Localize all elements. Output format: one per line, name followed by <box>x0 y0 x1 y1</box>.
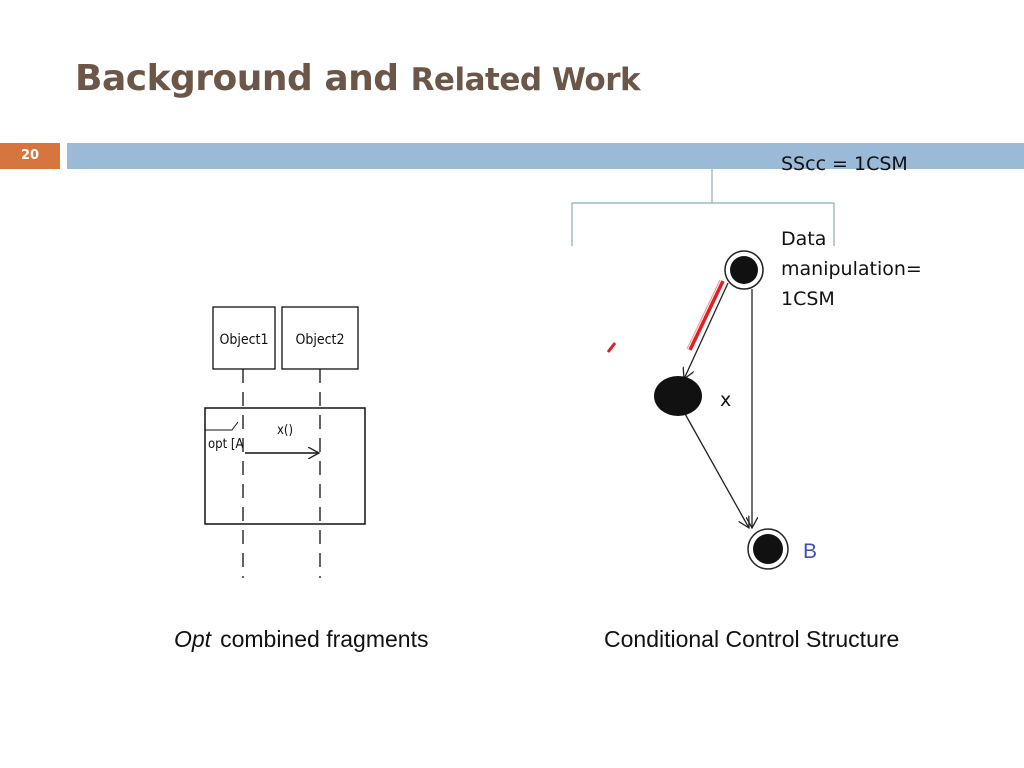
red-mark <box>606 342 617 353</box>
edge-x-to-b <box>683 411 749 528</box>
caption-opt-italic: Opt <box>174 626 212 652</box>
highlight-arrow-glow <box>686 279 721 350</box>
object2-label: Object2 <box>295 332 344 348</box>
highlight-arrow <box>688 280 725 351</box>
sequence-diagram: Object1 Object2 opt [A x() <box>204 306 366 578</box>
node-b-label: B <box>803 540 817 563</box>
decision-node-x <box>654 376 702 416</box>
data-manipulation-line-2: manipulation= <box>781 258 922 280</box>
node-x-label: x <box>720 389 731 411</box>
object1-box <box>212 306 276 370</box>
control-flow-graph: x B <box>606 250 817 570</box>
data-manipulation-line-3: 1CSM <box>781 288 835 310</box>
header-bar <box>67 143 1024 169</box>
title-part-1: Background and <box>75 58 411 99</box>
object1-label: Object1 <box>219 332 268 348</box>
message-label: x() <box>277 423 293 438</box>
slide-title: Background and Related Work <box>75 58 641 99</box>
tree-connectors <box>571 169 835 246</box>
title-part-2: Related Work <box>410 62 641 98</box>
sscc-annotation: SScc = 1CSM <box>781 153 908 175</box>
slide-number: 20 <box>0 143 60 169</box>
end-node-b <box>753 534 783 564</box>
caption-opt-rest: combined fragments <box>220 626 429 652</box>
data-manipulation-line-1: Data <box>781 228 827 250</box>
object2-box <box>281 306 359 370</box>
caption-conditional-control: Conditional Control Structure <box>604 626 900 652</box>
data-manipulation-annotation: Data manipulation= 1CSM <box>781 224 941 314</box>
opt-fragment-tab <box>205 421 239 431</box>
edge-top-to-x <box>684 282 729 379</box>
opt-fragment-frame <box>204 407 366 525</box>
opt-guard-label: opt [A <box>208 437 243 452</box>
start-node <box>730 256 758 284</box>
caption-opt-fragments: Opt combined fragments <box>174 626 428 653</box>
